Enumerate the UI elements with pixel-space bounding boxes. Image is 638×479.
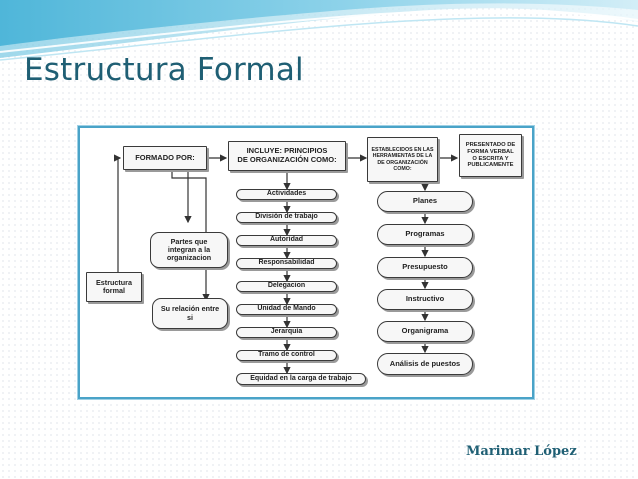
principio-unidad-mando: Unidad de Mando [236, 304, 337, 315]
herramienta-label: Presupuesto [402, 262, 448, 272]
herramienta-organigrama: Organigrama [377, 321, 473, 342]
relacion-line-1: Su relación entre [160, 304, 220, 314]
herramienta-planes: Planes [377, 191, 473, 212]
principio-label: Autoridad [269, 236, 304, 244]
presentado-line-4: PUBLICAMENTE [467, 162, 514, 169]
partes-line-3: organizacion [166, 253, 212, 263]
principio-actividades: Actividades [236, 189, 337, 200]
incluye-box: INCLUYE: PRINCIPIOS DE ORGANIZACIÓN COMO… [228, 141, 346, 171]
author-name: Marimar López [466, 444, 577, 459]
principio-label: Equidad en la carga de trabajo [250, 374, 352, 382]
herramienta-label: Programas [405, 229, 445, 239]
establecidos-line-1: ESTABLECIDOS EN LAS [371, 147, 434, 154]
diagram-canvas: FORMADO POR: INCLUYE: PRINCIPIOS DE ORGA… [80, 128, 532, 397]
partes-line-2: integran a la [167, 244, 211, 254]
principio-label: Unidad de Mando [257, 305, 316, 313]
principio-label: Jerarquía [270, 328, 303, 336]
principio-label: Delegacion [267, 282, 306, 290]
estructura-formal-box: Estructura formal [86, 272, 142, 302]
formado-por-box: FORMADO POR: [123, 146, 207, 170]
herramienta-label: Planes [412, 196, 438, 206]
herramienta-programas: Programas [377, 224, 473, 245]
partes-line-1: Partes que [170, 236, 208, 246]
principio-label: Actividades [266, 190, 307, 198]
estructura-line-2: formal [103, 286, 125, 295]
principio-label: División de trabajo [255, 213, 318, 221]
header-swoosh [0, 0, 638, 61]
principio-division-trabajo: División de trabajo [236, 212, 337, 223]
principio-autoridad: Autoridad [236, 235, 337, 246]
herramienta-label: Organigrama [401, 326, 449, 336]
principio-delegacion: Delegacion [236, 281, 337, 292]
principio-tramo-control: Tramo de control [236, 350, 337, 361]
establecidos-line-3: DE ORGANIZACIÓN [377, 159, 428, 166]
presentado-line-2: FORMA VERBAL [467, 148, 514, 155]
connector-lines [114, 154, 459, 375]
estructura-line-1: Estructura [96, 277, 132, 287]
principio-responsabilidad: Responsabilidad [236, 258, 337, 269]
establecidos-box: ESTABLECIDOS EN LAS HERRAMIENTAS DE LA D… [367, 137, 438, 182]
establecidos-line-4: COMO: [393, 165, 412, 172]
incluye-line-2: DE ORGANIZACIÓN COMO: [237, 155, 337, 164]
principio-label: Responsabilidad [258, 259, 315, 267]
herramienta-label: Instructivo [405, 294, 445, 304]
presentado-line-1: PRESENTADO DE [465, 142, 516, 149]
herramienta-instructivo: Instructivo [377, 289, 473, 310]
formado-por-text: FORMADO POR: [135, 152, 195, 162]
principio-jerarquia: Jerarquía [236, 327, 337, 338]
presentado-line-3: O ESCRITA Y [472, 155, 509, 162]
incluye-line-1: INCLUYE: PRINCIPIOS [246, 146, 328, 156]
herramienta-presupuesto: Presupuesto [377, 257, 473, 278]
principio-label: Tramo de control [258, 351, 315, 359]
principio-equidad: Equidad en la carga de trabajo [236, 373, 366, 385]
herramienta-label: Análisis de puestos [389, 358, 461, 368]
slide-title: Estructura Formal [24, 52, 304, 88]
presentado-box: PRESENTADO DE FORMA VERBAL O ESCRITA Y P… [459, 134, 522, 177]
diagram-frame: FORMADO POR: INCLUYE: PRINCIPIOS DE ORGA… [78, 126, 534, 399]
establecidos-line-2: HERRAMIENTAS DE LA [372, 153, 433, 160]
relacion-line-2: si [187, 312, 193, 322]
herramienta-analisis-puestos: Análisis de puestos [377, 353, 473, 375]
partes-box: Partes que integran a la organizacion [150, 232, 228, 268]
relacion-box: Su relación entre si [152, 298, 228, 329]
